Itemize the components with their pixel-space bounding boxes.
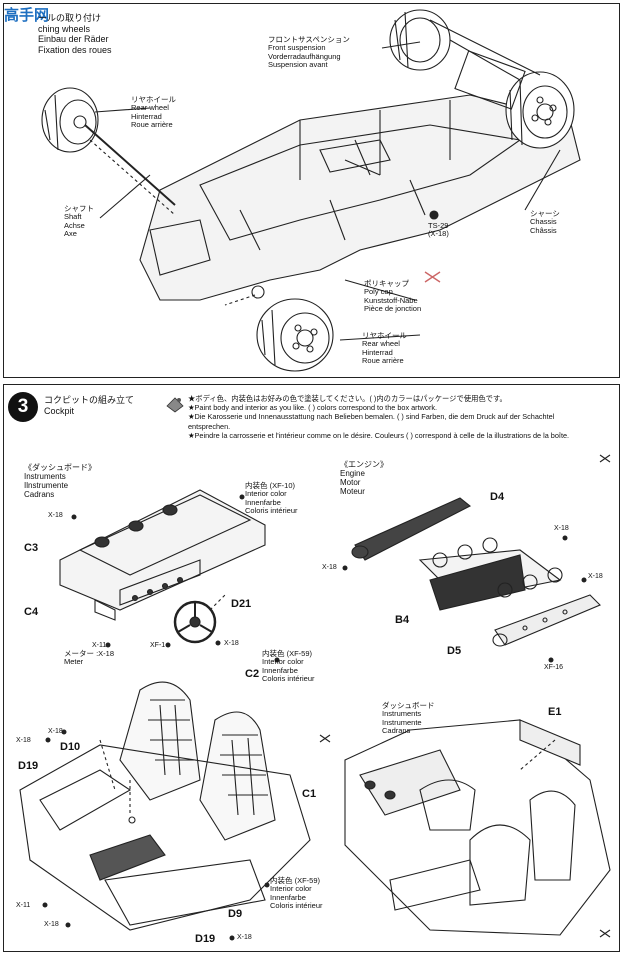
code-xf16: XF-16 [544, 664, 564, 671]
step2-panel [3, 3, 620, 378]
part-e1: E1 [548, 706, 562, 718]
code-x18-tub-b: X-18 [237, 934, 252, 941]
part-d19-bottom: D19 [195, 933, 216, 945]
part-c2: C2 [245, 668, 260, 680]
front-suspension-label: フロントサスペンション Front suspension Vorderradau… [268, 35, 350, 70]
part-c4: C4 [24, 606, 39, 618]
step3-panel [3, 384, 620, 952]
ts29-code: TS-29 (X-18) [428, 221, 449, 239]
code-x18-seat-b: X-18 [16, 737, 31, 744]
poly-cap-label: ポリキャップ Poly cap Kunststoff-Nabe Pièce de… [364, 279, 422, 314]
code-x18-engine-right: X-18 [588, 573, 603, 580]
shaft-label: シャフト Shaft Achse Axe [64, 204, 94, 239]
code-x18-seat-a: X-18 [48, 728, 63, 735]
part-b4: B4 [395, 614, 410, 626]
code-x18-tub-a: X-18 [44, 921, 59, 928]
step2-title: ールの取り付け ching wheels Einbau der Räder Fi… [38, 13, 112, 55]
code-x18-dash-top: X-18 [48, 512, 63, 519]
part-d9: D9 [228, 908, 243, 920]
part-d19-top: D19 [18, 760, 39, 772]
step2-drawing [41, 9, 581, 372]
interior-color-xf59-bottom-label: 内装色 (XF-59) Interior color Innenfarbe Co… [270, 876, 323, 911]
part-d10: D10 [60, 741, 81, 753]
meter-label: メーター :X-18 Meter [64, 649, 115, 667]
part-d4: D4 [490, 491, 505, 503]
part-d21: D21 [231, 598, 252, 610]
code-x18-wheel: X-18 [224, 640, 239, 647]
step3-paint-note: ★ボディ色、内装色はお好みの色で塗装してください。( )内のカラーはパッケージで… [188, 394, 570, 440]
watermark-logo: 高手网 [4, 7, 50, 24]
paint-brush-icon [166, 397, 184, 413]
interior-color-xf10-label: 内装色 (XF-10) Interior color Innenfarbe Co… [245, 481, 298, 516]
dashboard-heading: 《ダッシュボード》 Instruments Ilnstrumente Cadra… [24, 463, 96, 499]
chassis-label: シャーシ Chassis Châssis [530, 209, 560, 235]
engine-heading: 《エンジン》 Engine Motor Moteur [340, 460, 388, 496]
step3-number-badge: 3 [8, 392, 38, 422]
interior-color-xf59-top-label: 内装色 (XF-59) Interior color Innenfarbe Co… [262, 649, 315, 684]
rear-wheel-top-label: リヤホイール Rear wheel Hinterrad Roue arrière [131, 95, 176, 130]
dashboard-bottom-right-label: ダッシュボード Instruments Instrumente Cadrans [382, 701, 435, 736]
step3-title: コクピットの組み立て Cockpit [44, 395, 135, 416]
code-xf1: XF-1 [150, 642, 166, 649]
code-x18-engine-left: X-18 [322, 564, 337, 571]
part-c3: C3 [24, 542, 39, 554]
step3-drawing [19, 454, 611, 941]
part-d5: D5 [447, 645, 462, 657]
code-x11-dash: X-11 [92, 642, 107, 649]
code-x18-engine-top: X-18 [554, 525, 569, 532]
rear-wheel-bottom-label: リヤホイール Rear wheel Hinterrad Roue arrière [362, 331, 407, 366]
part-c1: C1 [302, 788, 317, 800]
code-x11-tub: X-11 [16, 902, 31, 909]
